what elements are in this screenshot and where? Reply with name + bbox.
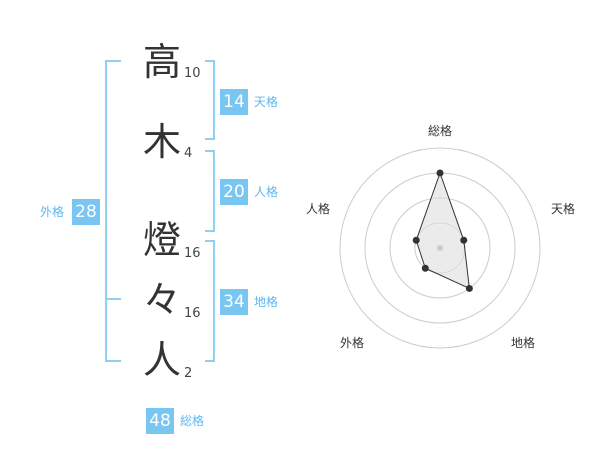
tenkaku-bracket [205,60,215,140]
stroke-count-4: 16 [184,306,201,321]
radar-series-area [415,171,470,290]
radar-axis-label-gaikaku: 外格 [340,336,365,350]
radar-axis-label-jinkaku: 人格 [306,202,331,216]
name-char-5: 人 [142,338,181,382]
chikaku-badge: 34 [220,289,248,315]
soukaku-badge: 48 [146,408,174,434]
radar-point-0 [436,169,444,177]
chikaku-bracket [205,240,215,362]
stroke-count-2: 4 [184,146,193,161]
name-char-3: 燈 [142,218,181,262]
gaikaku-bracket [105,60,121,362]
jinkaku-badge: 20 [220,179,248,205]
tenkaku-label: 天格 [254,95,279,109]
radar-axis-label-chikaku: 地格 [511,336,536,350]
name-char-4: 々 [142,278,181,322]
radar-axis-label-tenkaku: 天格 [551,202,576,216]
gaikaku-label: 外格 [40,205,65,219]
stroke-count-5: 2 [184,366,193,381]
radar-point-1 [460,236,468,244]
radar-center [437,245,443,251]
chikaku-label: 地格 [254,295,279,309]
name-char-2: 木 [142,120,181,164]
radar-point-2 [465,284,473,292]
radar-ring [339,147,541,349]
radar-point-4 [412,236,420,244]
stroke-count-3: 16 [184,246,201,261]
jinkaku-label: 人格 [254,185,279,199]
tenkaku-badge: 14 [220,89,248,115]
gaikaku-badge: 28 [72,199,100,225]
jinkaku-bracket [205,150,215,232]
radar-point-3 [421,264,429,272]
gaikaku-bracket-mid-tick [105,298,121,300]
radar-axis-label-soukaku: 総格 [428,124,453,138]
stroke-count-1: 10 [184,66,201,81]
name-char-1: 高 [142,40,181,84]
soukaku-label: 総格 [180,414,205,428]
